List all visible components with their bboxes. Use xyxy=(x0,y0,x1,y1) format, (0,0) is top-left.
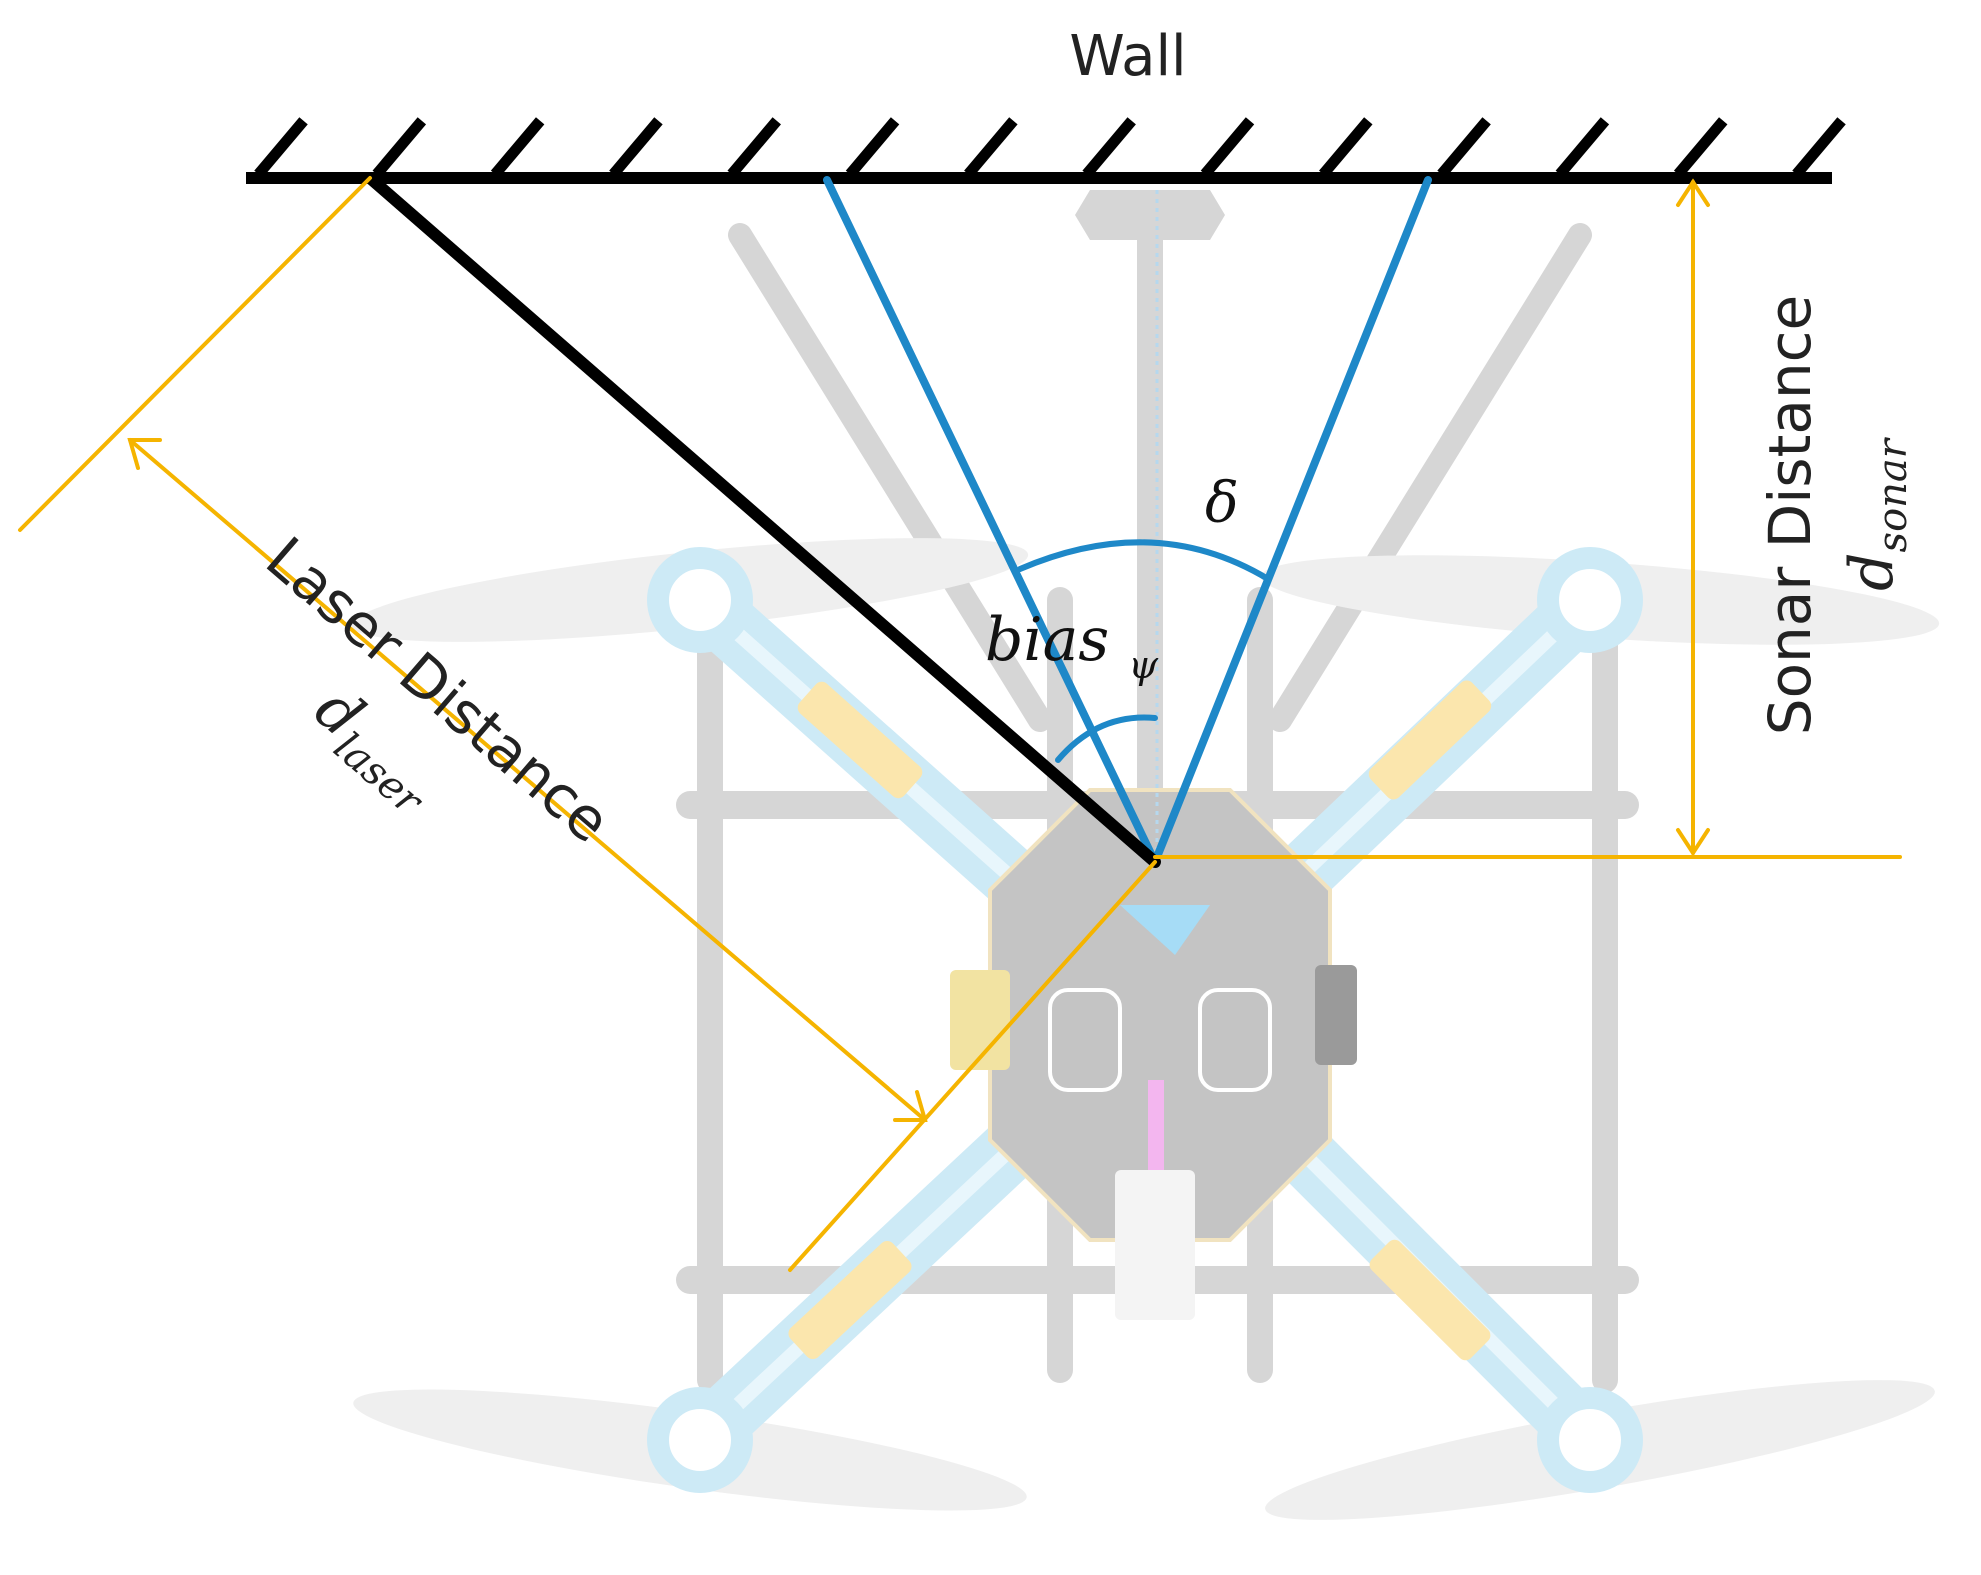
wall-hatch-mark xyxy=(609,117,663,178)
bias-angle-label: bias ψ xyxy=(985,605,1159,687)
sonar-distance-label: Sonar Distance dsonar xyxy=(1756,295,1916,736)
bias-angle-arc xyxy=(1055,714,1158,763)
wall-hatch-mark xyxy=(1319,117,1373,178)
wall-label: Wall xyxy=(1069,24,1186,89)
esc-front-left xyxy=(797,681,923,799)
sonar-symbol-d: d xyxy=(1837,552,1907,590)
motor-rear-right xyxy=(1537,1387,1643,1493)
motor-rear-left xyxy=(647,1387,753,1493)
laser-arrowhead-bottom xyxy=(893,1090,928,1122)
frame-top-mount xyxy=(1075,190,1225,240)
bottom-connector xyxy=(1115,1170,1195,1320)
wall-hatch-mark xyxy=(372,117,427,178)
sensor-wedge xyxy=(1120,905,1210,955)
sonar-beam-cone xyxy=(823,176,1432,866)
wall-hatch-mark xyxy=(964,117,1018,178)
motor-front-left xyxy=(647,547,753,653)
wall-hatch-mark xyxy=(490,117,545,178)
board-slot-right xyxy=(1198,988,1272,1092)
esc-rear-left xyxy=(788,1240,912,1360)
board-slot-left xyxy=(1048,988,1122,1092)
wall-hatching xyxy=(254,117,1846,178)
frame-diagonal-left xyxy=(728,223,1052,732)
bias-label-text: bias xyxy=(985,605,1109,675)
laser-extension-drone-end xyxy=(788,860,1157,1272)
escs xyxy=(788,680,1492,1361)
wall-hatch-mark xyxy=(1792,117,1846,178)
delta-angle-label: δ xyxy=(1205,471,1239,536)
quadcopter-drone-icon xyxy=(351,538,1940,1520)
sonar-symbol-subscript: sonar xyxy=(1870,436,1916,552)
wall-hatch-mark xyxy=(1200,117,1255,178)
laser-arrowhead-top xyxy=(127,438,162,470)
frame-diagonal-right xyxy=(1268,223,1592,732)
laser-extension-wall-end xyxy=(18,176,372,532)
wall-hatch-mark xyxy=(727,117,781,178)
battery-right xyxy=(1315,965,1357,1065)
wall-hatch-mark xyxy=(845,117,900,178)
laser-beam xyxy=(364,172,1161,868)
motors xyxy=(647,547,1643,1493)
dimension-lines xyxy=(18,176,1902,1272)
sonar-beam-left-edge xyxy=(823,176,1159,866)
sonar-beam-right-edge xyxy=(1151,176,1432,866)
sonar-distance-text: Sonar Distance xyxy=(1756,295,1824,736)
bias-label-subscript: ψ xyxy=(1128,643,1159,687)
wall-hatch-mark xyxy=(254,117,308,178)
battery-left xyxy=(950,970,1010,1070)
delta-angle-arc xyxy=(1017,539,1271,582)
laser-dimension-line xyxy=(128,438,927,1122)
wall-hatch-mark xyxy=(1437,117,1491,178)
wall-hatch-mark xyxy=(1082,117,1136,178)
esc-rear-right xyxy=(1369,1239,1491,1361)
laser-symbol-subscript: laser xyxy=(325,724,433,826)
wall-hatch-mark xyxy=(1673,117,1728,178)
sonar-arrowhead-bottom xyxy=(1676,828,1710,857)
sonar-distance-symbol: dsonar xyxy=(1837,436,1916,591)
wall-hatch-mark xyxy=(1555,117,1610,178)
esc-front-right xyxy=(1368,680,1492,800)
wall xyxy=(246,117,1846,184)
motor-front-right xyxy=(1537,547,1643,653)
sonar-arrowhead-top xyxy=(1676,178,1710,207)
